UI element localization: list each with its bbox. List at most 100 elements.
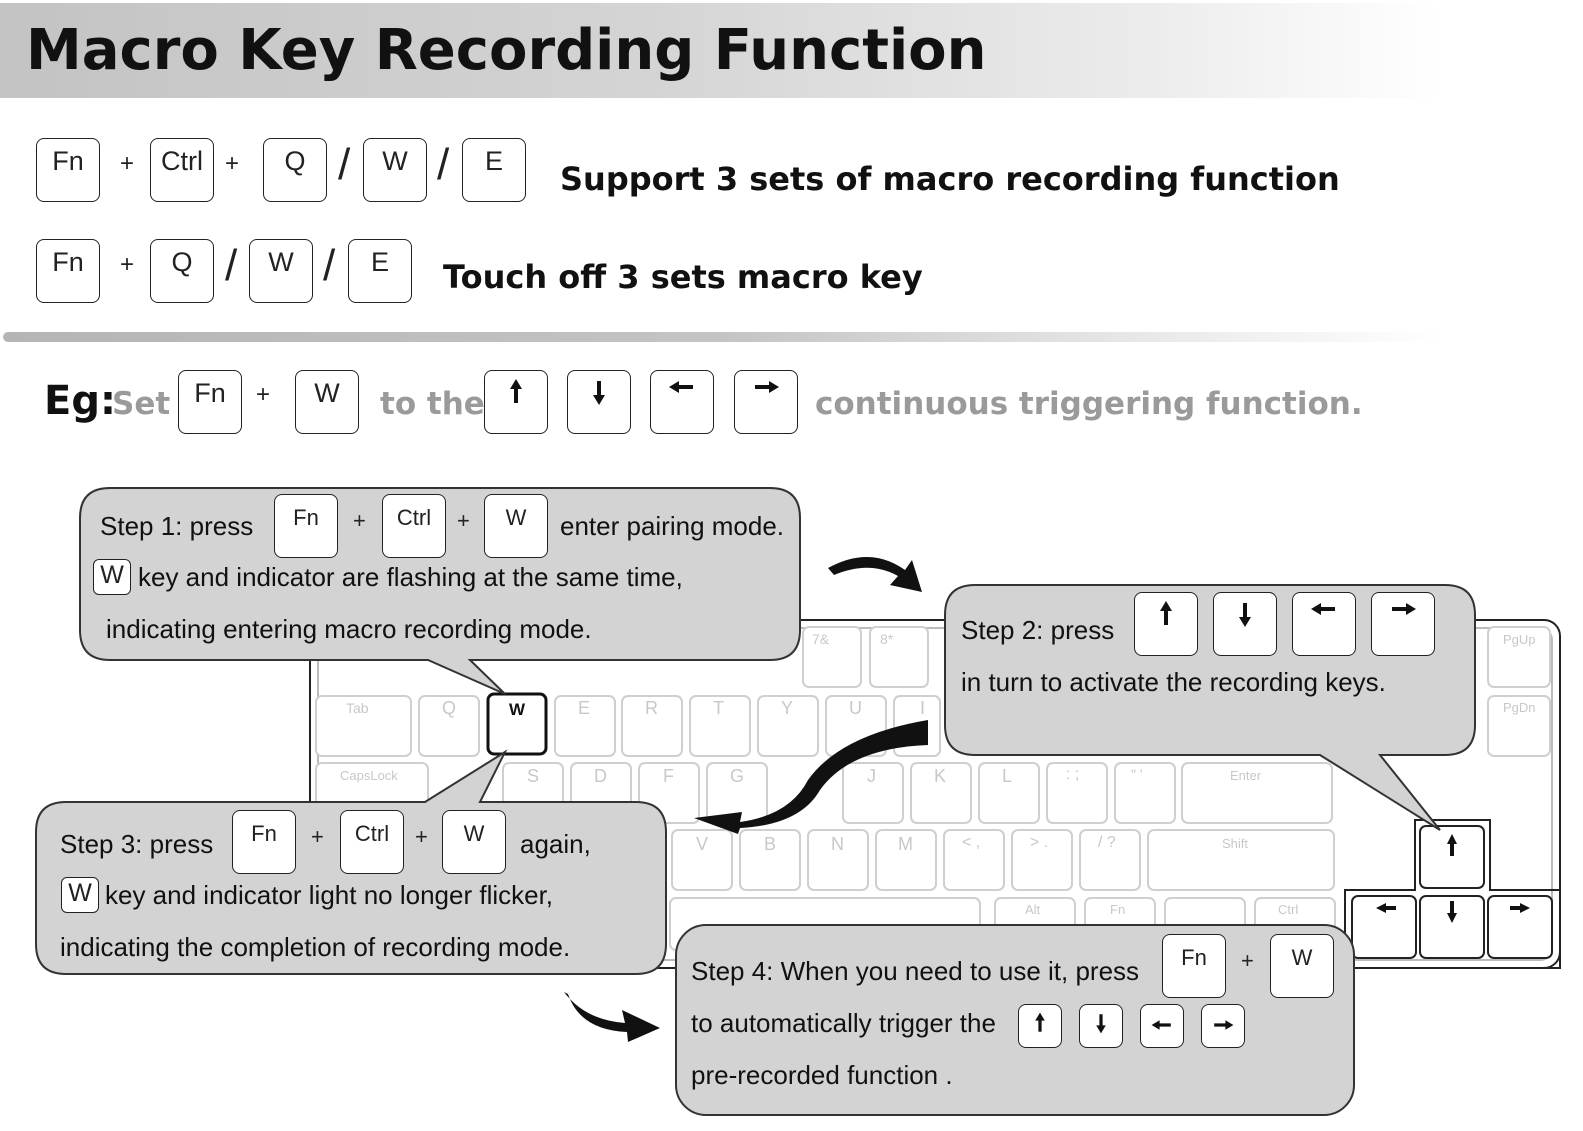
key-legend: " ' bbox=[1131, 766, 1143, 782]
row2-description: Touch off 3 sets macro key bbox=[443, 258, 923, 296]
plus-sign: + bbox=[457, 508, 470, 533]
key-legend: PgDn bbox=[1503, 700, 1536, 715]
q-key: Q bbox=[150, 239, 214, 303]
page-title: Macro Key Recording Function bbox=[26, 18, 987, 83]
key-legend: < , bbox=[962, 834, 981, 851]
arrow-up-icon bbox=[1035, 1012, 1045, 1032]
key-legend: B bbox=[764, 834, 777, 854]
plus-sign: + bbox=[415, 824, 428, 849]
key-legend: L bbox=[1002, 766, 1013, 786]
fn-key: Fn bbox=[1162, 934, 1226, 998]
flow-arrow-step2-to-step3 bbox=[694, 720, 928, 834]
step1-suffix: enter pairing mode. bbox=[560, 511, 785, 541]
key-legend: M bbox=[898, 834, 913, 854]
arrow-key-glyphs bbox=[1376, 834, 1530, 923]
arrow-left-icon bbox=[1151, 1020, 1171, 1030]
key-legend: R bbox=[645, 698, 658, 718]
key-legend: V bbox=[696, 834, 709, 854]
arrow-right-icon bbox=[1392, 603, 1416, 615]
plus-sign: + bbox=[120, 150, 135, 177]
e-key: E bbox=[348, 239, 412, 303]
step4-line3: pre-recorded function . bbox=[691, 1060, 953, 1090]
w-key-highlight bbox=[486, 692, 548, 756]
step3-suffix: again, bbox=[520, 829, 591, 859]
section-divider bbox=[3, 332, 1443, 342]
key-legend: / ? bbox=[1098, 834, 1116, 851]
key-legend: K bbox=[934, 766, 947, 786]
slash-separator: / bbox=[437, 140, 450, 189]
arrow-right-key bbox=[1201, 1004, 1245, 1048]
arrow-right-key bbox=[1371, 592, 1435, 656]
step1-prefix: Step 1: press bbox=[100, 511, 254, 541]
w-key-inline: W bbox=[93, 559, 131, 595]
arrow-left-key bbox=[1140, 1004, 1184, 1048]
key-legend: G bbox=[730, 766, 745, 786]
w-key-legend: W bbox=[509, 700, 526, 719]
key-legend: PgUp bbox=[1503, 632, 1536, 647]
plus-sign: + bbox=[1241, 948, 1254, 973]
key-legend: 8* bbox=[880, 631, 894, 647]
key-legend: T bbox=[713, 698, 724, 718]
q-key: Q bbox=[263, 138, 327, 202]
key-legend: Ctrl bbox=[1278, 902, 1299, 917]
w-key: W bbox=[484, 494, 548, 558]
w-key: W bbox=[442, 810, 506, 874]
flow-arrow-step3-to-step4 bbox=[564, 992, 660, 1042]
arrow-right-icon bbox=[755, 381, 779, 393]
arrow-key-cluster bbox=[1344, 819, 1561, 969]
key-legend: Q bbox=[442, 698, 457, 718]
w-key: W bbox=[1270, 934, 1334, 998]
fn-key: Fn bbox=[36, 239, 100, 303]
key-legend: Alt bbox=[1025, 902, 1041, 917]
key-legend: S bbox=[527, 766, 540, 786]
key-legend: N bbox=[831, 834, 844, 854]
arrow-right-icon bbox=[1214, 1020, 1234, 1030]
arrow-left-icon bbox=[669, 381, 693, 393]
arrow-down-icon bbox=[1239, 603, 1251, 627]
arrow-up-key bbox=[1018, 1004, 1062, 1048]
plus-sign: + bbox=[311, 824, 324, 849]
fn-key: Fn bbox=[36, 138, 100, 202]
key-legend: Shift bbox=[1222, 836, 1249, 851]
arrow-down-key bbox=[1079, 1004, 1123, 1048]
key-legend: Tab bbox=[346, 700, 369, 716]
plus-sign: + bbox=[353, 508, 366, 533]
key-legend: 7& bbox=[812, 631, 830, 647]
example-to-the-text: to the bbox=[380, 386, 485, 422]
arrow-down-key bbox=[567, 370, 631, 434]
step2-prefix: Step 2: press bbox=[961, 615, 1115, 645]
arrow-left-key bbox=[1292, 592, 1356, 656]
header-band bbox=[0, 3, 1440, 98]
key-legend: F bbox=[663, 766, 674, 786]
ctrl-key: Ctrl bbox=[340, 810, 404, 874]
w-key: W bbox=[363, 138, 427, 202]
key-legend: Y bbox=[781, 698, 794, 718]
slash-separator: / bbox=[338, 140, 351, 189]
step1-bubble bbox=[79, 487, 801, 695]
example-set-text: Set bbox=[112, 386, 171, 422]
arrow-up-icon bbox=[510, 379, 522, 403]
e-key: E bbox=[462, 138, 526, 202]
key-legend: U bbox=[849, 698, 862, 718]
w-key: W bbox=[249, 239, 313, 303]
fn-key: Fn bbox=[178, 370, 242, 434]
key-legend: Fn bbox=[1110, 902, 1126, 917]
w-key-inline: W bbox=[61, 877, 99, 913]
plus-sign: + bbox=[225, 150, 240, 177]
w-key: W bbox=[295, 370, 359, 434]
arrow-up-key bbox=[484, 370, 548, 434]
key-legend: CapsLock bbox=[340, 768, 398, 783]
arrow-up-icon bbox=[1160, 601, 1172, 625]
key-legend: J bbox=[867, 766, 876, 786]
flow-arrows bbox=[564, 556, 928, 1042]
eg-label: Eg: bbox=[44, 378, 116, 424]
step3-line3: indicating the completion of recording m… bbox=[60, 932, 571, 962]
arrow-right-key bbox=[734, 370, 798, 434]
key-legend: I bbox=[920, 698, 926, 718]
step3-prefix: Step 3: press bbox=[60, 829, 214, 859]
arrow-left-key bbox=[650, 370, 714, 434]
key-legend: Enter bbox=[1230, 768, 1262, 783]
example-tail-text: continuous triggering function. bbox=[815, 386, 1363, 422]
arrow-down-key bbox=[1213, 592, 1277, 656]
flow-arrow-step1-to-step2 bbox=[828, 556, 922, 592]
